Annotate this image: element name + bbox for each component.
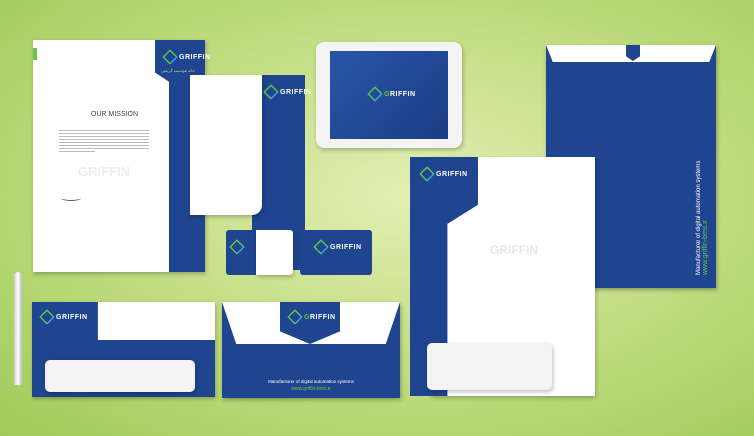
business-card-front: GRIFFIN: [300, 230, 372, 275]
persian-tagline: خانه هوشمند گریفین: [161, 68, 195, 73]
tablet: GRIFFIN: [316, 42, 462, 148]
signature: [61, 195, 81, 201]
business-card-back: [226, 230, 293, 275]
envelope-website: www.griffin-bms.ir: [702, 219, 709, 275]
dl-website: www.griffin-bms.ir: [291, 386, 331, 392]
dl-tagline: Manufacturer of digital automation syste…: [268, 379, 354, 384]
tablet-logo: GRIFFIN: [367, 86, 416, 102]
watermark: GRIFFIN: [78, 164, 130, 179]
logo: GRIFFIN: [162, 49, 211, 65]
folder: GRIFFIN GRIFFIN: [410, 157, 595, 396]
mission-title: OUR MISSION: [91, 111, 139, 118]
letterhead: GRIFFIN خانه هوشمند گریفین OUR MISSION G…: [33, 40, 210, 272]
dl-envelope: GRIFFIN Manufacturer of digital automati…: [222, 302, 400, 398]
dl-envelope-back: GRIFFIN: [32, 302, 215, 397]
pen: [14, 272, 22, 385]
